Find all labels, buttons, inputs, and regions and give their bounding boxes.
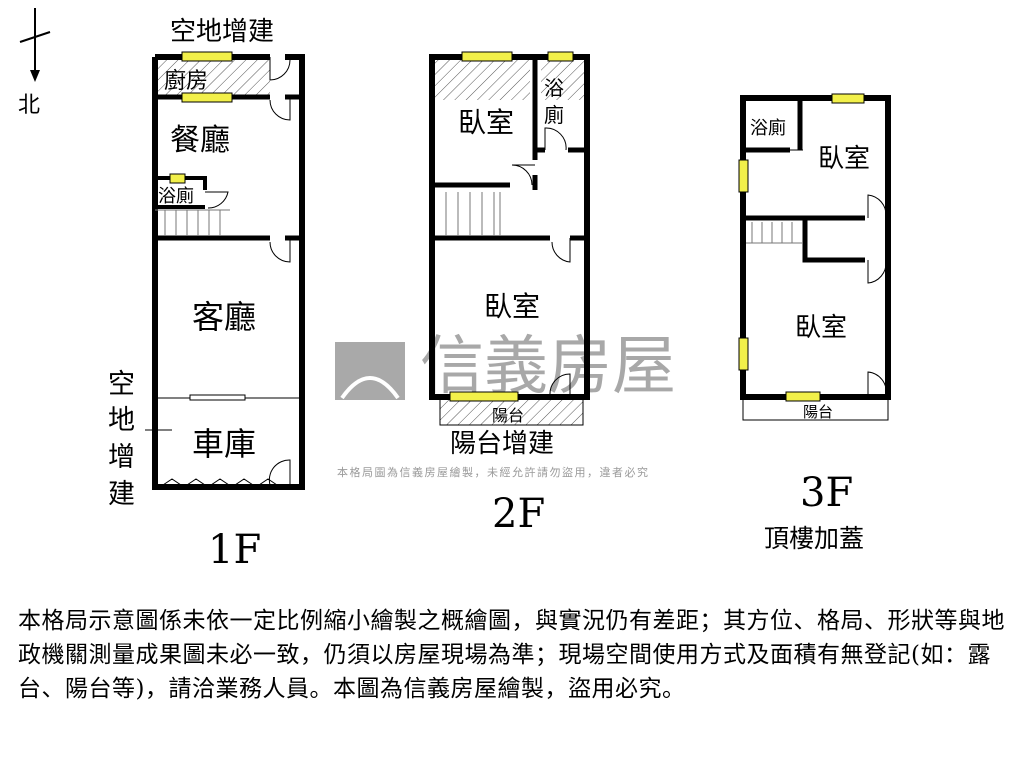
extension-side-3: 增: [108, 442, 135, 473]
bathroom-label: 浴廁: [158, 185, 194, 207]
bedroom-top-label: 臥室: [818, 144, 870, 174]
floor-1f: 空地增建 廚房 餐廳 浴廁 客廳 車庫 空 地 增 建 1F: [108, 17, 305, 573]
dining-label: 餐廳: [170, 123, 230, 158]
floor-3f-title: 3F: [800, 470, 853, 516]
extension-side-4: 建: [108, 479, 135, 510]
stairs-icon: [155, 209, 230, 236]
arrow-icon: [30, 70, 40, 82]
bathroom-label-1: 浴: [544, 76, 564, 100]
window-icon: [449, 51, 574, 402]
stairs-icon: [445, 192, 501, 236]
floor-3f-subtitle: 頂樓加蓋: [764, 524, 864, 553]
balcony-extension-label: 陽台增建: [450, 429, 554, 459]
door-icon: [790, 149, 887, 397]
sliding-door-icon: [189, 394, 246, 401]
folding-door-icon: [159, 478, 281, 488]
extension-side-1: 空: [108, 369, 135, 400]
floor-1f-title: 1F: [208, 527, 261, 573]
garage-label: 車庫: [192, 425, 256, 463]
floor-3f: 浴廁 臥室 臥室 陽台 3F 頂樓加蓋: [738, 93, 891, 553]
balcony-label: 陽台: [803, 403, 833, 421]
window-icon: [169, 51, 233, 184]
stairs-icon: [746, 222, 803, 244]
floor-2f: 臥室 浴 廁 臥室 陽台 陽台增建 2F: [429, 51, 590, 537]
door-icon: [511, 127, 571, 397]
living-label: 客廳: [192, 298, 256, 336]
window-icon: [738, 93, 865, 402]
door-icon: [205, 57, 291, 487]
watermark-notice: 本格局圖為信義房屋繪製，未經允許請勿盜用，違者必究: [337, 465, 650, 479]
bedroom-bottom-label: 臥室: [484, 290, 540, 323]
balcony-label: 陽台: [492, 406, 524, 425]
floor-2f-title: 2F: [492, 491, 545, 537]
north-compass: 北: [18, 8, 51, 118]
extension-side-2: 地: [108, 405, 135, 436]
bathroom-label: 浴廁: [750, 117, 786, 139]
north-label: 北: [18, 93, 40, 118]
bedroom-bottom-label: 臥室: [795, 313, 847, 343]
disclaimer-caption: 本格局示意圖係未依一定比例縮小繪製之概繪圖，與實況仍有差距；其方位、格局、形狀等…: [18, 608, 1005, 702]
extension-top-label: 空地增建: [170, 17, 274, 47]
bedroom-top-label: 臥室: [458, 106, 514, 139]
floor-plan: 信義房屋 本格局圖為信義房屋繪製，未經允許請勿盜用，違者必究 北 空地增建 廚房…: [18, 8, 891, 573]
kitchen-label: 廚房: [164, 69, 208, 94]
bathroom-label-2: 廁: [544, 103, 564, 127]
